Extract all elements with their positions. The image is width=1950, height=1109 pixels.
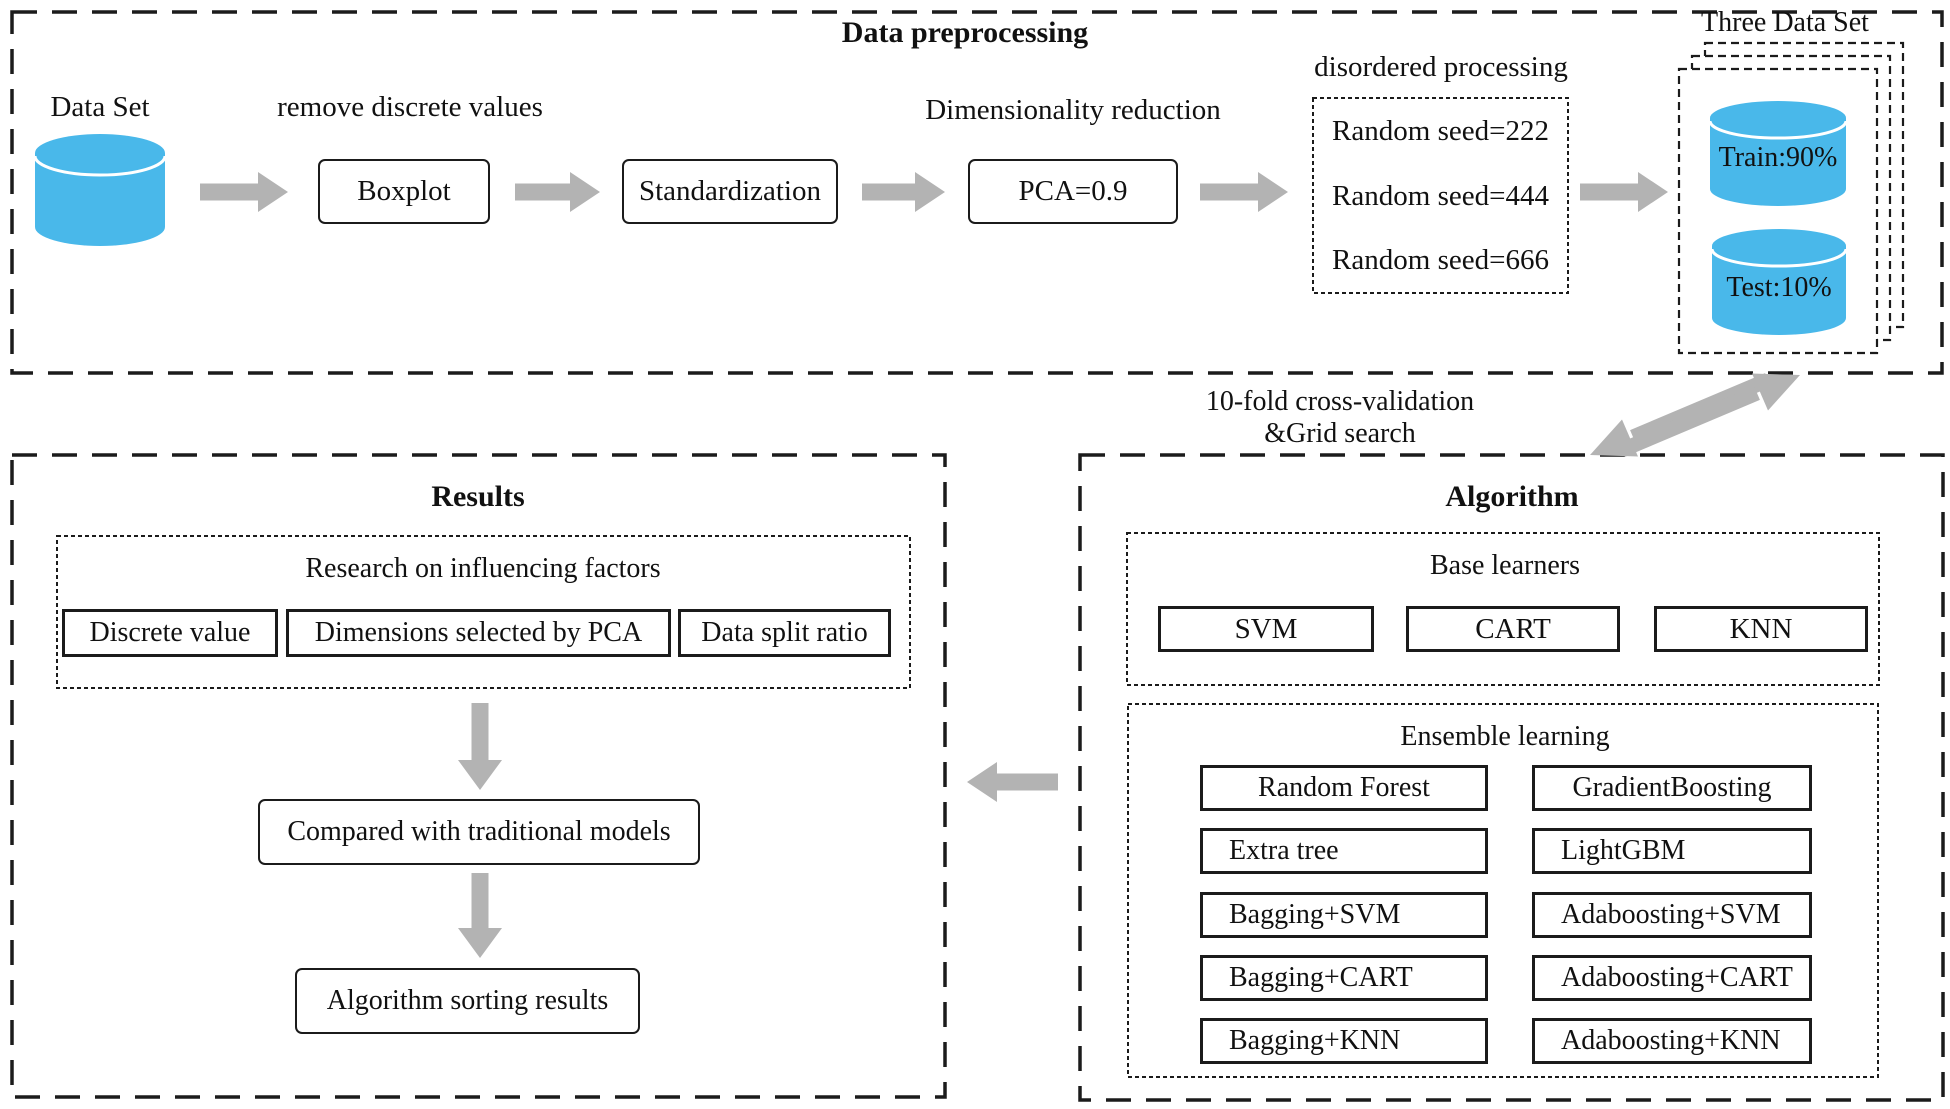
pca-box: PCA=0.9 xyxy=(968,159,1178,224)
boxplot-box: Boxplot xyxy=(318,159,490,224)
base-learners-title: Base learners xyxy=(1429,550,1581,581)
algorithm-title: Algorithm xyxy=(1445,480,1579,513)
arrow-research-to-compared xyxy=(458,703,502,790)
compared-models-box: Compared with traditional models xyxy=(258,799,700,865)
arrow-datasets-to-algorithm xyxy=(1630,373,1771,444)
ensemble-lightgbm-box: LightGBM xyxy=(1532,828,1812,874)
disordered-processing-label: disordered processing xyxy=(1314,51,1568,83)
crossval-label: 10-fold cross-validation &Grid search xyxy=(1140,386,1540,450)
ensemble-bagging-svm-box: Bagging+SVM xyxy=(1200,892,1488,938)
base-knn-box: KNN xyxy=(1654,606,1868,652)
results-title: Results xyxy=(431,480,525,513)
arrow-dataset-to-boxplot xyxy=(200,172,288,212)
standardization-box: Standardization xyxy=(622,159,838,224)
arrow-algorithm-to-datasets-head xyxy=(1752,373,1800,411)
arrow-algorithm-to-datasets xyxy=(1619,386,1760,457)
arrow-pca-to-seeds xyxy=(1200,172,1288,212)
train-cylinder-icon: Train:90% xyxy=(1708,100,1848,208)
research-title: Research on influencing factors xyxy=(305,553,661,584)
results-frame xyxy=(10,453,947,1099)
ensemble-bagging-cart-box: Bagging+CART xyxy=(1200,955,1488,1001)
ensemble-random-forest-box: Random Forest xyxy=(1200,765,1488,811)
ensemble-extra-tree-box: Extra tree xyxy=(1200,828,1488,874)
ensemble-adaboosting-knn-box: Adaboosting+KNN xyxy=(1532,1018,1812,1064)
ensemble-adaboosting-cart-box: Adaboosting+CART xyxy=(1532,955,1812,1001)
remove-discrete-label: remove discrete values xyxy=(277,91,543,123)
preprocessing-frame xyxy=(10,10,1944,375)
preprocessing-title: Data preprocessing xyxy=(841,16,1089,49)
base-cart-box: CART xyxy=(1406,606,1620,652)
ensemble-bagging-knn-box: Bagging+KNN xyxy=(1200,1018,1488,1064)
arrow-boxplot-to-standardization xyxy=(515,172,600,212)
base-learners-frame xyxy=(1126,532,1880,686)
arrow-algorithm-to-results xyxy=(967,762,1058,802)
random-seed-2: Random seed=444 xyxy=(1332,180,1549,212)
arrow-standardization-to-pca xyxy=(862,172,945,212)
research-frame xyxy=(56,535,911,689)
dimensionality-reduction-label: Dimensionality reduction xyxy=(925,94,1221,126)
train-label: Train:90% xyxy=(1718,142,1838,173)
crossval-line2: &Grid search xyxy=(1264,418,1416,449)
random-seeds-frame xyxy=(1312,97,1569,294)
crossval-line1: 10-fold cross-validation xyxy=(1205,386,1475,417)
three-dataset-title: Three Data Set xyxy=(1701,7,1869,38)
ensemble-frame xyxy=(1127,703,1879,1078)
dataset-cylinder-icon xyxy=(33,133,167,248)
factor-data-split-ratio: Data split ratio xyxy=(678,609,891,657)
ensemble-gradientboosting-box: GradientBoosting xyxy=(1532,765,1812,811)
test-cylinder-icon: Test:10% xyxy=(1710,228,1848,337)
base-svm-box: SVM xyxy=(1158,606,1374,652)
ensemble-adaboosting-svm-box: Adaboosting+SVM xyxy=(1532,892,1812,938)
factor-discrete-value: Discrete value xyxy=(62,609,278,657)
dataset-label: Data Set xyxy=(50,91,150,123)
arrow-seeds-to-datasets xyxy=(1580,172,1668,212)
ensemble-title: Ensemble learning xyxy=(1400,721,1610,752)
random-seed-1: Random seed=222 xyxy=(1332,115,1549,147)
random-seed-3: Random seed=666 xyxy=(1332,244,1549,276)
algorithm-frame xyxy=(1078,453,1945,1102)
sorting-results-box: Algorithm sorting results xyxy=(295,968,640,1034)
factor-dimensions-pca: Dimensions selected by PCA xyxy=(286,609,671,657)
test-label: Test:10% xyxy=(1726,272,1832,303)
arrow-compared-to-sorting xyxy=(458,873,502,958)
